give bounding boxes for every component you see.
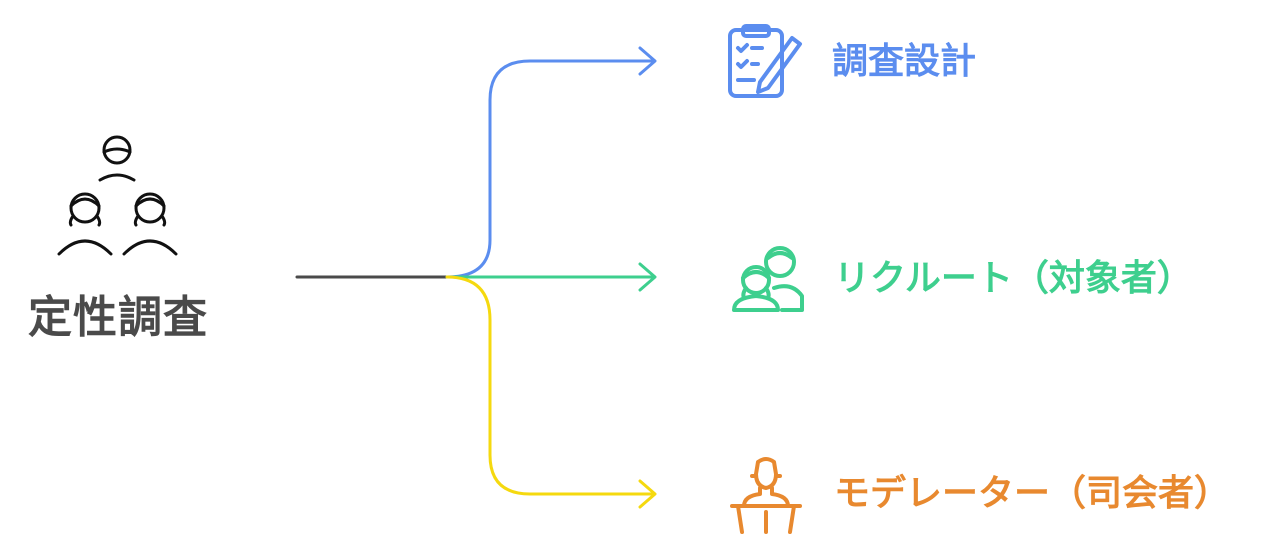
branch-label-recruit: リクルート（対象者） <box>834 258 1193 299</box>
two-people-icon <box>732 246 804 312</box>
branch-label-moderator: モデレーター（司会者） <box>834 473 1231 514</box>
branch-label-survey-design: 調査設計 <box>832 41 977 82</box>
branch-arrowhead-1 <box>638 46 657 76</box>
branch-arrowhead-3 <box>638 479 657 509</box>
branch-connector-1 <box>445 59 654 279</box>
clipboard-checklist-pencil-icon <box>728 24 802 98</box>
speaker-at-podium-icon <box>730 457 802 534</box>
branch-connector-3 <box>445 275 654 496</box>
branch-arrowhead-2 <box>638 262 657 292</box>
root-label: 定性調査 <box>28 292 208 343</box>
group-of-people-icon <box>57 135 178 256</box>
